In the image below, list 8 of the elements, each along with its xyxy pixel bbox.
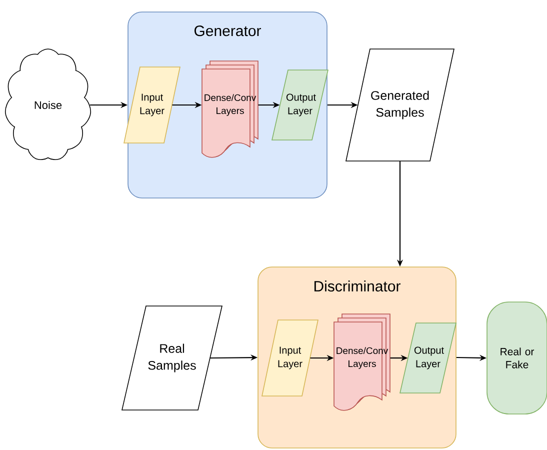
input-parallelogram: Input Layer <box>124 66 180 144</box>
document-stack: Dense/Conv Layers <box>202 60 258 158</box>
data-parallelogram: Real Samples <box>122 306 222 410</box>
output-parallelogram: Output Layer <box>272 70 328 140</box>
output-parallelogram: Output Layer <box>400 322 456 394</box>
data-parallelogram: Generated Samples <box>346 48 454 162</box>
document-stack: Dense/Conv Layers <box>334 314 390 411</box>
input-parallelogram: Input Layer <box>262 320 318 396</box>
